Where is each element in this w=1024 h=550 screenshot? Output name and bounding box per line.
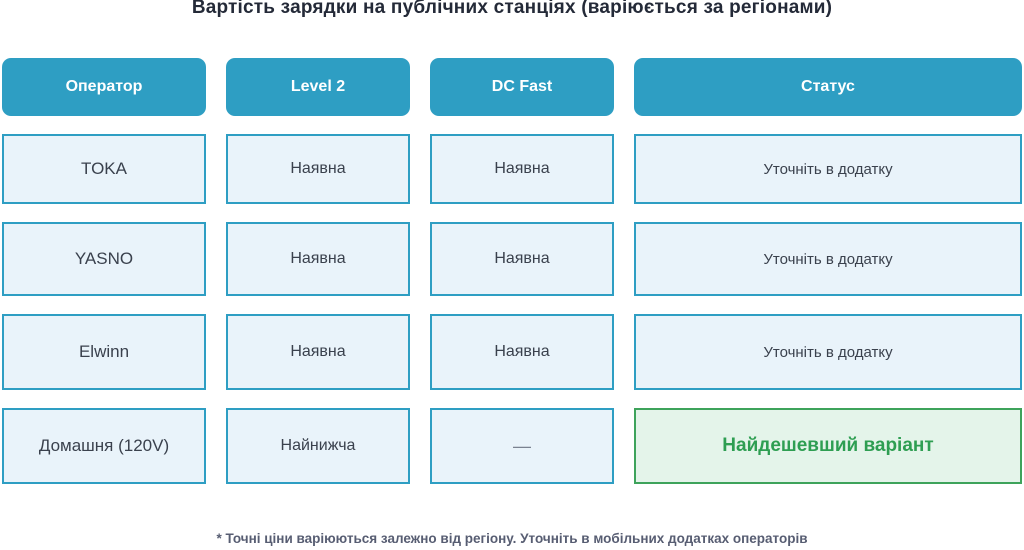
row1-level2-cell: Наявна: [226, 134, 410, 204]
row1-operator-cell: TOKA: [2, 134, 206, 204]
row1-dcfast-cell: Наявна: [430, 134, 614, 204]
page-title: Вартість зарядки на публічних станціях (…: [191, 0, 833, 18]
footnote: * Точні ціни варіюються залежно від регі…: [216, 531, 808, 546]
column-header-operator: Оператор: [2, 58, 206, 116]
row2-level2-cell: Наявна: [226, 222, 410, 296]
row4-dcfast-cell: —: [430, 408, 614, 484]
column-header-level2: Level 2: [226, 58, 410, 116]
column-header-dcfast: DC Fast: [430, 58, 614, 116]
row3-status-cell: Уточніть в додатку: [634, 314, 1022, 390]
row4-level2-cell: Найнижча: [226, 408, 410, 484]
row3-operator-cell: Elwinn: [2, 314, 206, 390]
pricing-table: Оператор Level 2 DC Fast Статус TOKA Ная…: [2, 58, 1022, 484]
row4-status-cell-highlighted: Найдешевший варіант: [634, 408, 1022, 484]
row1-status-cell: Уточніть в додатку: [634, 134, 1022, 204]
row2-dcfast-cell: Наявна: [430, 222, 614, 296]
row3-level2-cell: Наявна: [226, 314, 410, 390]
row2-status-cell: Уточніть в додатку: [634, 222, 1022, 296]
column-header-status: Статус: [634, 58, 1022, 116]
row3-dcfast-cell: Наявна: [430, 314, 614, 390]
row4-operator-cell: Домашня (120V): [2, 408, 206, 484]
row2-operator-cell: YASNO: [2, 222, 206, 296]
